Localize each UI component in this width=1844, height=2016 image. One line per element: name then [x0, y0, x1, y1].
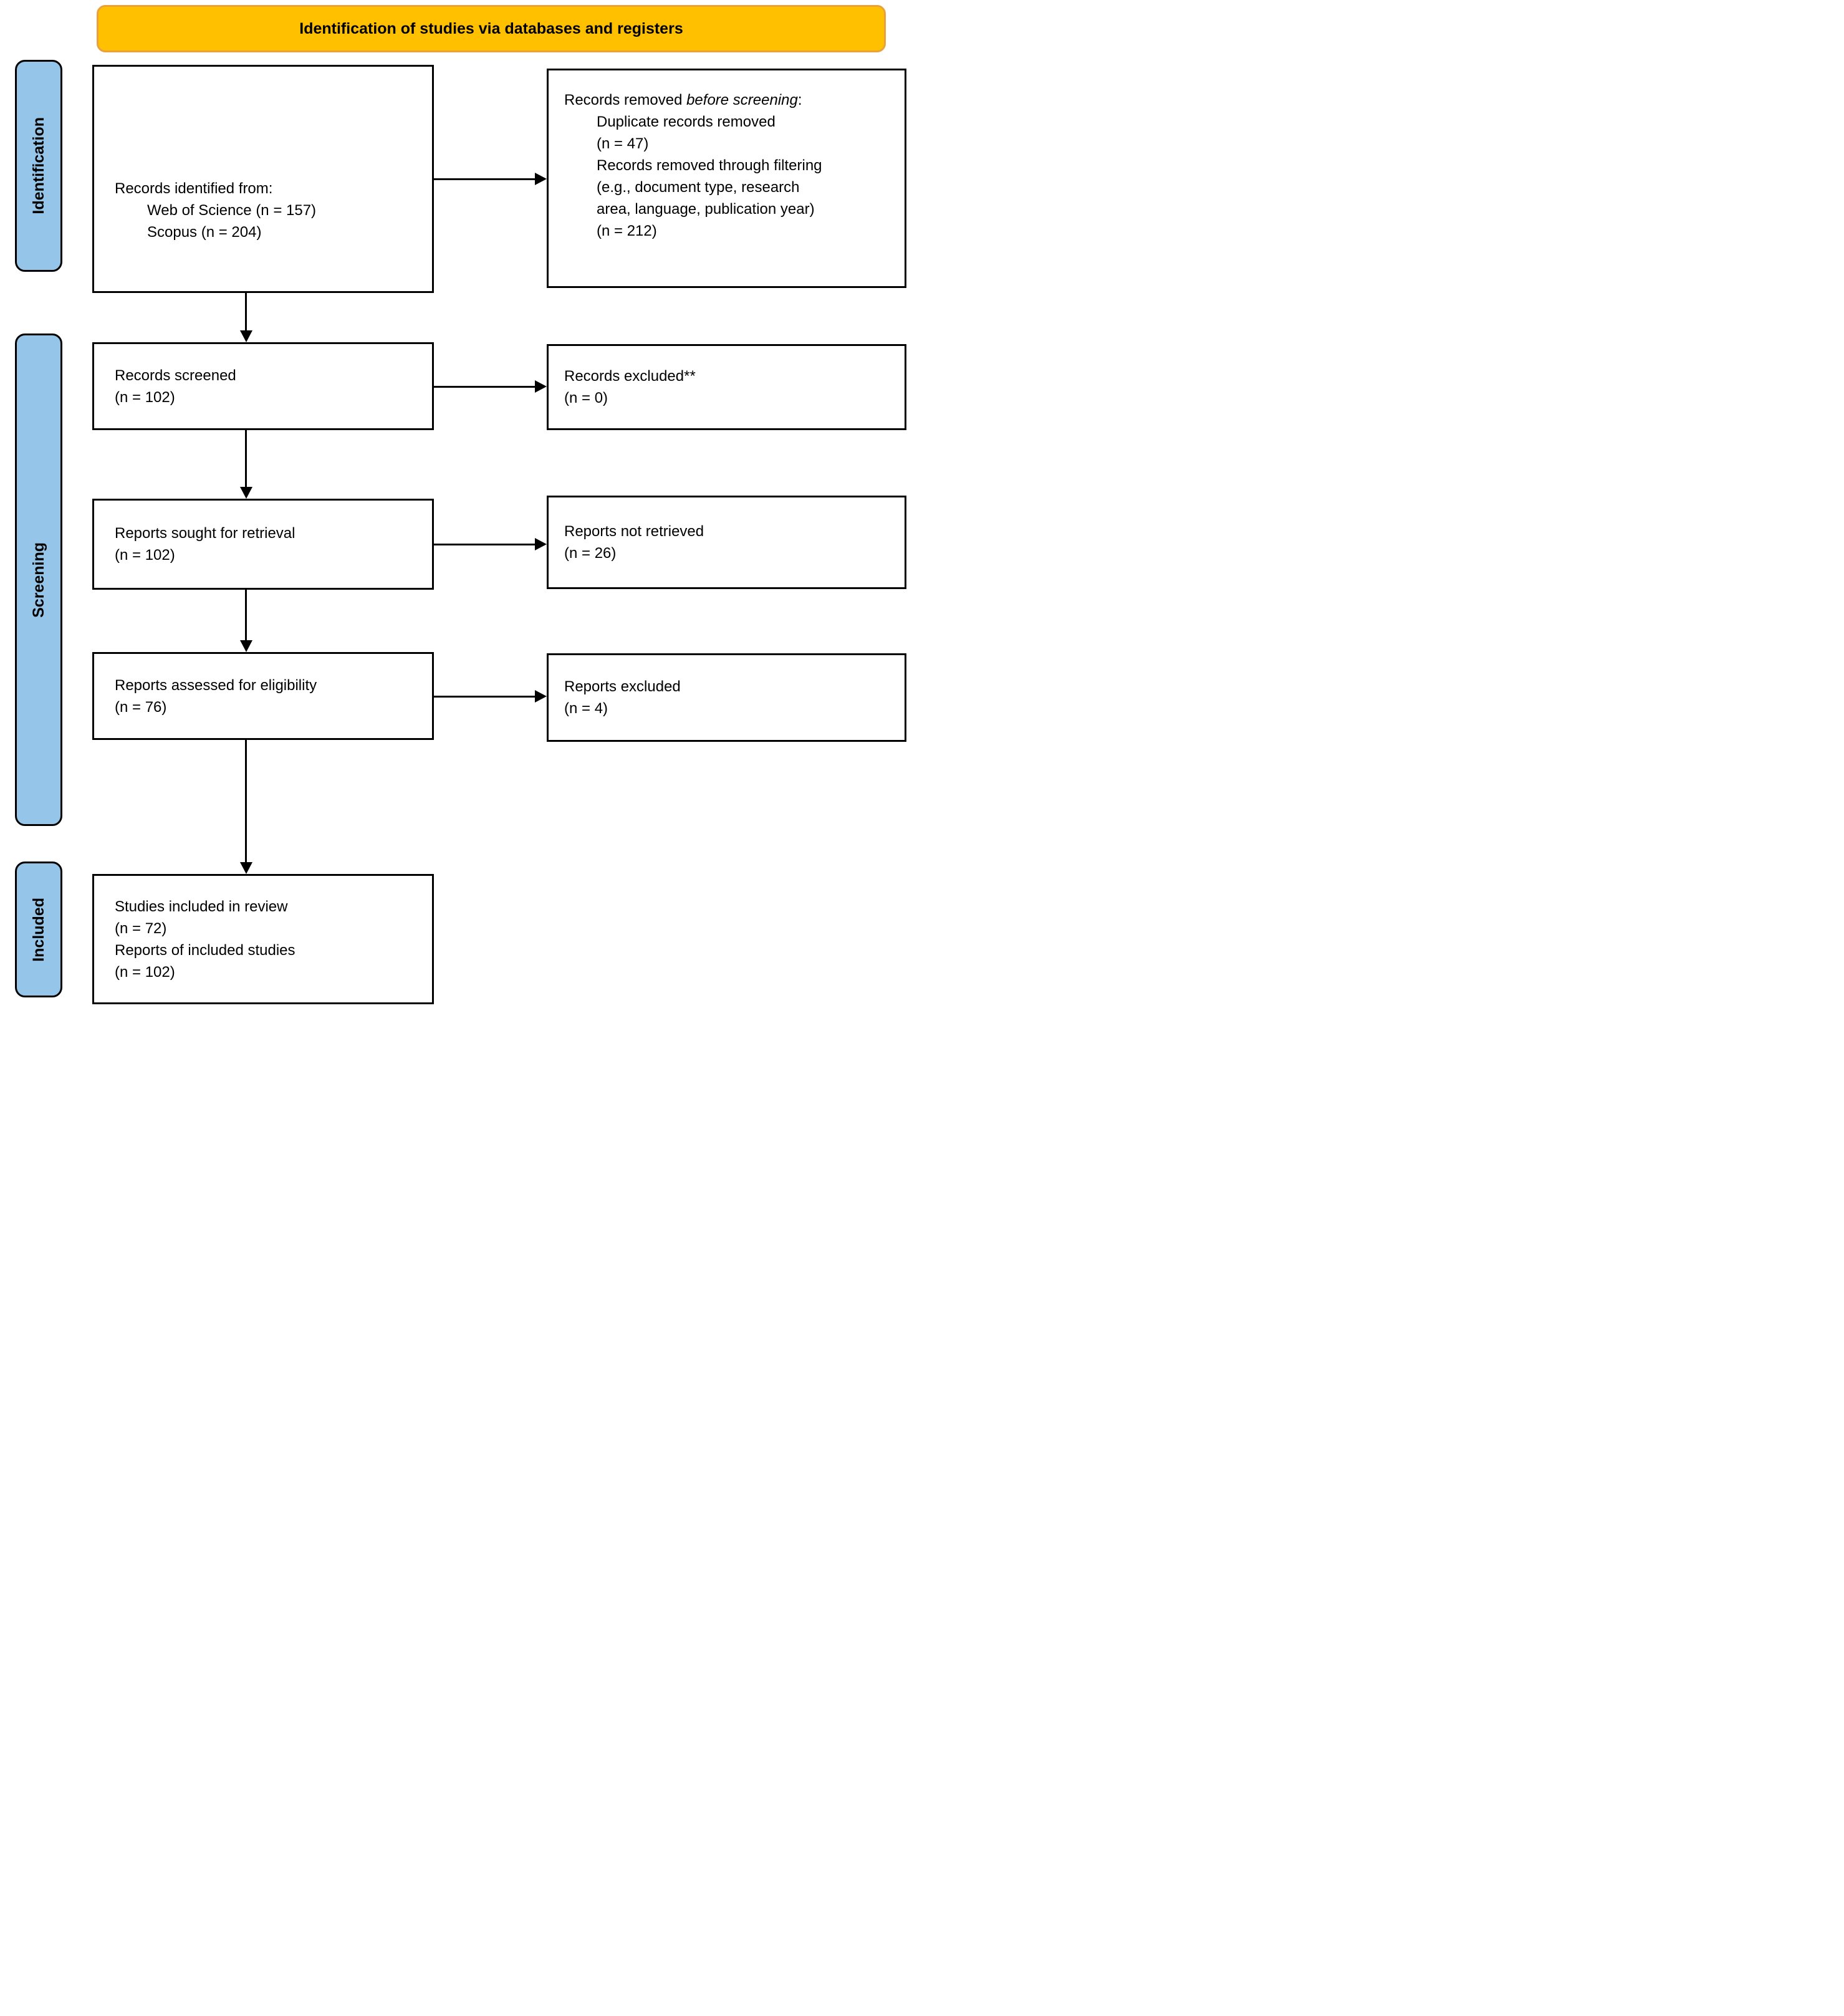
- stage-label-identification: Identification: [15, 60, 62, 272]
- text-line: (n = 72): [115, 919, 167, 937]
- box-reports-sought-lines: Reports sought for retrieval (n = 102): [115, 522, 426, 566]
- text-line: (n = 76): [115, 698, 167, 716]
- text-line: Reports not retrieved: [564, 523, 704, 540]
- stage-screening-text: Screening: [29, 542, 47, 618]
- arrow-sought-to-assessed-head-icon: [240, 640, 252, 652]
- text-line: Records removed through filtering: [597, 157, 822, 174]
- box-reports-assessed-lines: Reports assessed for eligibility (n = 76): [115, 674, 426, 718]
- arrow-identified-to-removed-head-icon: [535, 173, 547, 185]
- box-reports-not-retrieved: Reports not retrieved (n = 26): [547, 496, 906, 589]
- arrow-assessed-to-reports-excluded-head-icon: [535, 690, 547, 703]
- text-line: (n = 102): [115, 388, 175, 406]
- box-records-excluded: Records excluded** (n = 0): [547, 344, 906, 430]
- text-line: Records excluded**: [564, 368, 696, 385]
- stage-included-text: Included: [29, 897, 47, 962]
- prisma-flow-diagram: Identification of studies via databases …: [0, 0, 922, 1008]
- arrow-assessed-to-included-head-icon: [240, 862, 252, 874]
- arrow-sought-to-not-retrieved: [434, 544, 535, 545]
- box-reports-excluded: Reports excluded (n = 4): [547, 653, 906, 742]
- box-studies-included: Studies included in review (n = 72) Report…: [92, 874, 434, 1004]
- arrow-identified-to-screened-head-icon: [240, 330, 252, 342]
- box-records-excluded-lines: Records excluded** (n = 0): [564, 365, 898, 409]
- text-line: (n = 26): [564, 545, 617, 562]
- box-records-removed-header: Records removed before screening:: [564, 92, 802, 108]
- diagram-title: Identification of studies via databases …: [299, 19, 683, 37]
- arrow-screened-to-sought-head-icon: [240, 487, 252, 499]
- text-line: Reports assessed for eligibility: [115, 676, 317, 694]
- text-line: Reports sought for retrieval: [115, 525, 295, 542]
- arrow-assessed-to-included: [245, 740, 247, 863]
- text-line: Duplicate records removed: [597, 113, 776, 130]
- text-line: (n = 0): [564, 390, 608, 406]
- text-line: (n = 212): [597, 223, 657, 239]
- box-records-removed-lines: Duplicate records removed (n = 47) Records…: [564, 111, 898, 242]
- text-line: Studies included in review: [115, 898, 288, 915]
- box-records-removed: Records removed before screening: Duplic…: [547, 69, 906, 288]
- arrow-identified-to-removed: [434, 178, 535, 180]
- box-reports-not-retrieved-lines: Reports not retrieved (n = 26): [564, 521, 898, 564]
- arrow-screened-to-excluded: [434, 386, 535, 388]
- stage-label-included: Included: [15, 862, 62, 997]
- text-line: Scopus (n = 204): [147, 224, 262, 241]
- text-line: (n = 47): [597, 135, 649, 152]
- box-reports-assessed: Reports assessed for eligibility (n = 76): [92, 652, 434, 740]
- text-line: Records identified from:: [115, 180, 273, 197]
- text-line: Web of Science (n = 157): [147, 202, 317, 219]
- box-records-identified: Records identified from: Web of Science (…: [92, 65, 434, 293]
- arrow-assessed-to-reports-excluded: [434, 696, 535, 698]
- box-reports-sought: Reports sought for retrieval (n = 102): [92, 499, 434, 590]
- arrow-sought-to-assessed: [245, 590, 247, 641]
- box-reports-excluded-lines: Reports excluded (n = 4): [564, 676, 898, 719]
- arrow-sought-to-not-retrieved-head-icon: [535, 538, 547, 550]
- text-line: area, language, publication year): [597, 201, 815, 218]
- text-line: Reports of included studies: [115, 941, 295, 959]
- stage-label-screening: Screening: [15, 334, 62, 826]
- text-line: (n = 4): [564, 700, 608, 717]
- text-line: Records screened: [115, 367, 236, 384]
- box-records-screened: Records screened (n = 102): [92, 342, 434, 430]
- stage-identification-text: Identification: [29, 117, 47, 214]
- text-line: (e.g., document type, research: [597, 179, 800, 196]
- arrow-screened-to-excluded-head-icon: [535, 380, 547, 393]
- arrow-identified-to-screened: [245, 293, 247, 332]
- arrow-screened-to-sought: [245, 430, 247, 488]
- box-records-screened-lines: Records screened (n = 102): [115, 365, 426, 408]
- box-records-identified-lines: Records identified from: Web of Science (…: [115, 178, 426, 243]
- diagram-title-banner: Identification of studies via databases …: [97, 5, 886, 52]
- text-line: (n = 102): [115, 963, 175, 981]
- box-studies-included-lines: Studies included in review (n = 72) Report…: [115, 896, 426, 983]
- text-line: (n = 102): [115, 547, 175, 564]
- text-line: Reports excluded: [564, 678, 681, 695]
